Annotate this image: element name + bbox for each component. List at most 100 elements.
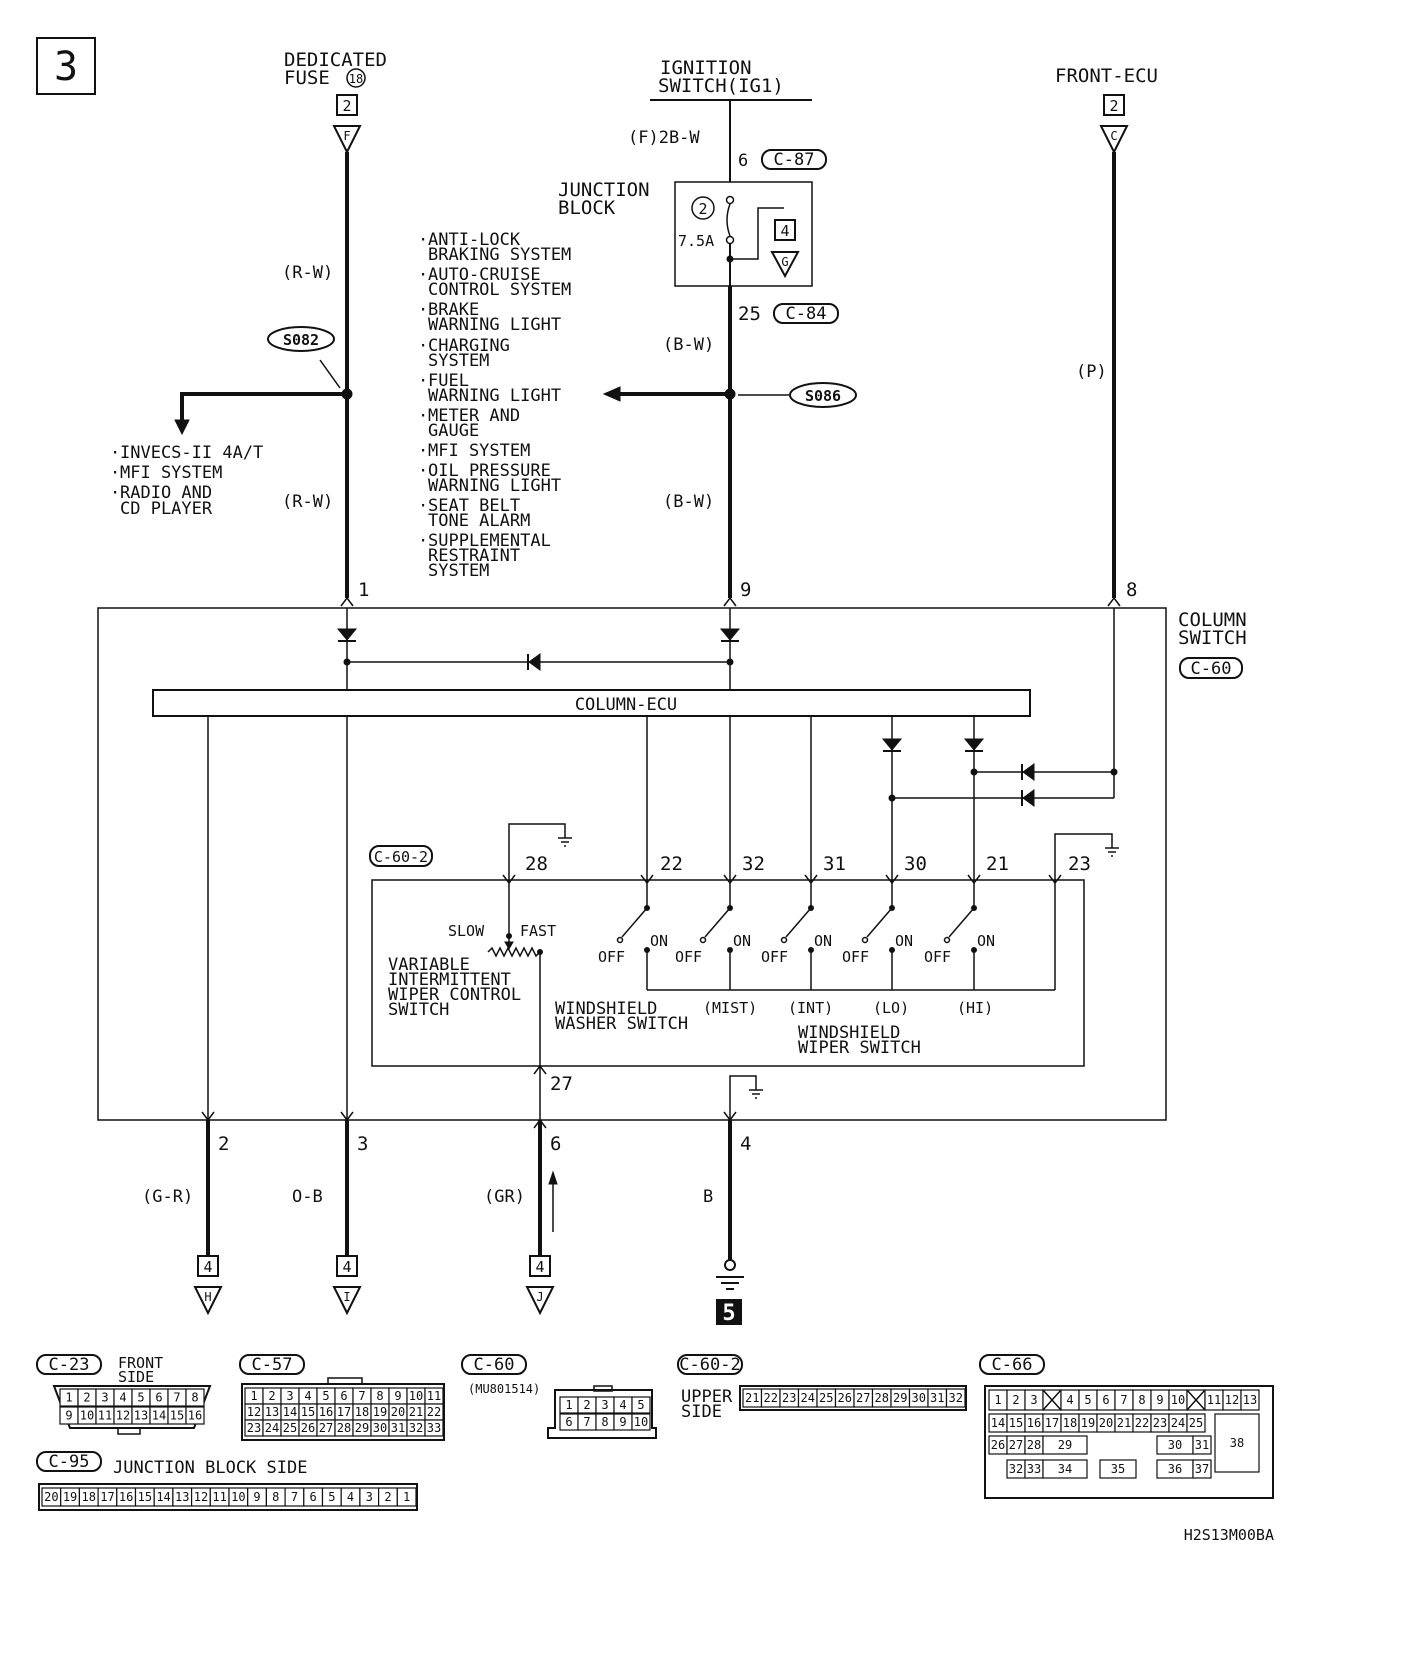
connector-pin-number: 25: [283, 1421, 297, 1435]
left-branch-wire: [180, 392, 347, 424]
ground-icon: [1105, 847, 1119, 857]
connector-pin-number: 35: [1111, 1462, 1125, 1476]
sub-pin-arrows: [502, 874, 1062, 885]
connector-pin-number: 19: [63, 1490, 77, 1504]
svg-text:ON: ON: [895, 932, 913, 950]
connector-pin-cell: [1099, 1459, 1137, 1479]
jb-ref-arrow: [770, 251, 800, 279]
connector-pin-number: 30: [912, 1391, 926, 1405]
sub-pin-27: 27: [550, 1073, 573, 1095]
connector-pin-number: 23: [1153, 1416, 1167, 1430]
svg-text:OFF: OFF: [924, 948, 951, 966]
right-branch-item: BRAKING SYSTEM: [428, 245, 571, 265]
connector-pin-number: 4: [304, 1389, 311, 1403]
chassis-ground-icon: [716, 1276, 744, 1290]
connector-pin-number: 15: [138, 1490, 152, 1504]
svg-text:ON: ON: [977, 932, 995, 950]
connector-pin-number: 31: [930, 1391, 944, 1405]
connector-pin-number: 2: [1012, 1393, 1019, 1407]
connector-pin-number: 9: [619, 1415, 626, 1429]
right-branch-item: CHARGING: [428, 336, 510, 356]
connector-pin-number: 10: [634, 1415, 648, 1429]
connector-pin-number: 10: [231, 1490, 245, 1504]
connector-pin-number: 10: [1171, 1393, 1185, 1407]
ground-icon: [558, 837, 572, 847]
conn-c84-label: C-84: [786, 304, 827, 324]
connector-pin-number: 18: [82, 1490, 96, 1504]
conn-c60-2-view-label: C-60-2: [679, 1355, 740, 1375]
jb-ref-box-label: 4: [780, 222, 789, 240]
connector-pin-number: 10: [409, 1389, 423, 1403]
connector-pin-number: 14: [991, 1416, 1005, 1430]
splice-s082-leader: [319, 359, 341, 389]
ref-box-i: [336, 1255, 358, 1277]
sub-pin-28: 28: [525, 853, 548, 875]
column-ecu-bar: [152, 689, 1031, 717]
jb-ref-box: [774, 219, 796, 241]
svg-text:ON: ON: [814, 932, 832, 950]
diode-icon: [963, 738, 985, 751]
connector-pin-number: 5: [322, 1389, 329, 1403]
pot-slow-label: SLOW: [448, 922, 485, 940]
c95-side-label: JUNCTION BLOCK SIDE: [113, 1458, 307, 1478]
connector-pin-number: 5: [137, 1391, 144, 1405]
sheet-number: 3: [54, 44, 78, 90]
pot-fast-terminal: [537, 949, 543, 955]
connector-pin-number: 3: [101, 1391, 108, 1405]
connector-pin-number: 8: [272, 1490, 279, 1504]
fuse-ref-arrow-label: F: [343, 129, 350, 143]
connector-pin-number: 27: [1009, 1438, 1023, 1452]
c95-shell: [38, 1483, 418, 1511]
svg-text:·: ·: [418, 441, 428, 461]
connector-pin-number: 16: [1027, 1416, 1041, 1430]
connector-pin-number: 5: [328, 1490, 335, 1504]
figure-id: H2S13M00BA: [1184, 1526, 1274, 1544]
connector-pin-number: 9: [253, 1490, 260, 1504]
out-pin-3: 3: [357, 1133, 368, 1155]
connector-pin-cell: [1192, 1459, 1212, 1479]
connector-pin-number: 11: [212, 1490, 226, 1504]
right-branch-item: SUPPLEMENTAL: [428, 531, 551, 551]
connector-pin-number: 28: [1027, 1438, 1041, 1452]
connector-pin-cell: [1186, 1413, 1206, 1433]
left-branch-item: MFI SYSTEM: [120, 463, 222, 483]
connector-pin-number: 24: [1171, 1416, 1185, 1430]
svg-text:·: ·: [418, 461, 428, 481]
connector-pin-number: 18: [355, 1405, 369, 1419]
column-pin-8: 8: [1126, 579, 1137, 601]
int-switch-contact: [780, 880, 814, 990]
right-branch-item: METER AND: [428, 406, 520, 426]
pin-23-ground-wire: [1054, 833, 1113, 880]
connector-pin-number: 32: [949, 1391, 963, 1405]
connector-pin-number: 6: [340, 1389, 347, 1403]
front-ecu-ref-arrow-label: C: [1110, 129, 1117, 143]
jb-ref-arrow-label: G: [781, 255, 788, 269]
fuse-ref-box-label: 2: [342, 97, 351, 115]
jb-tap-wire: [730, 207, 784, 260]
c60-2-side-label: SIDE: [681, 1402, 722, 1422]
right-branch-item: RESTRAINT: [428, 546, 520, 566]
connector-pin-number: 13: [265, 1405, 279, 1419]
left-branch-list: · INVECS-II 4A/T · MFI SYSTEM · RADIO AN…: [110, 443, 263, 519]
pot-fast-label: FAST: [520, 922, 556, 940]
svg-text:ON: ON: [733, 932, 751, 950]
connector-pin-number: 38: [1230, 1436, 1244, 1450]
connector-pin-number: 16: [319, 1405, 333, 1419]
wire-label-b-w-upper: (B-W): [663, 335, 714, 355]
connector-pin-number: 11: [1207, 1393, 1221, 1407]
connector-pin-number: 30: [373, 1421, 387, 1435]
connector-pin-number: 9: [1156, 1393, 1163, 1407]
connector-pin-number: 3: [286, 1389, 293, 1403]
wiper-switch-label: WINDSHIELD: [798, 1023, 900, 1043]
connector-pin-number: 21: [745, 1391, 759, 1405]
c60-shell: [547, 1389, 657, 1439]
connector-pin-number: 9: [65, 1409, 72, 1423]
connector-pin-number: 6: [565, 1415, 572, 1429]
lo-switch-contact: [861, 880, 895, 990]
ref-box-i-label: 4: [342, 1258, 351, 1276]
column-pin-1: 1: [358, 579, 369, 601]
junction-dot: [726, 658, 734, 666]
left-branch-item: INVECS-II 4A/T: [120, 443, 263, 463]
svg-text:·: ·: [418, 531, 428, 551]
